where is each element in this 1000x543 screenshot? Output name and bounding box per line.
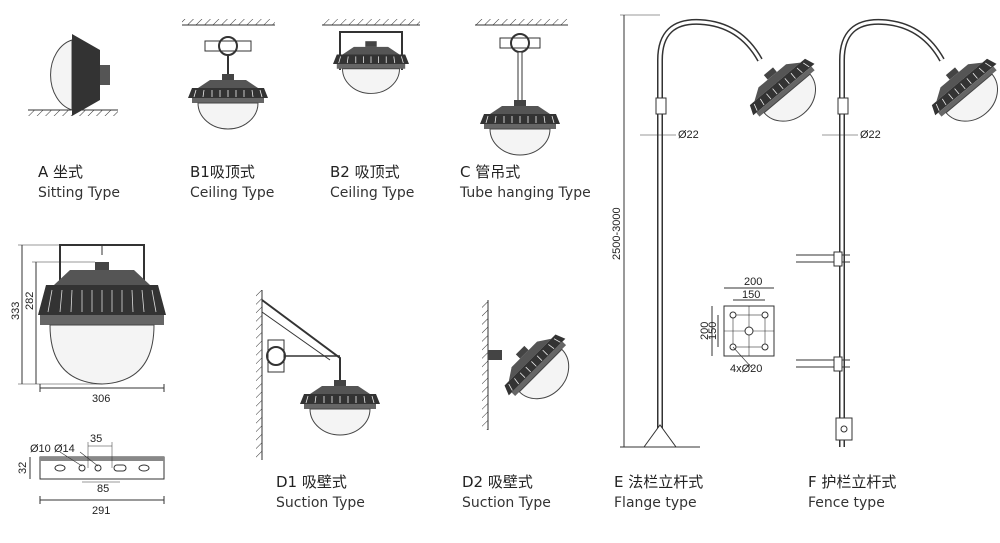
dim-flange-inner-vertical: 150	[707, 322, 719, 340]
fence-pole-figure: Ø22	[796, 18, 1000, 447]
caption-c-zh: C 管吊式	[460, 163, 521, 181]
dim-flange-holes: 4xØ20	[730, 363, 762, 375]
ceiling-type-b2-figure	[322, 19, 420, 94]
dim-bracket-height: 32	[17, 462, 29, 474]
dim-flange-outer: 200	[744, 276, 762, 288]
flange-pole-figure: 2500-3000 Ø22	[611, 14, 835, 448]
caption-tube-hanging-type: C 管吊式 Tube hanging Type	[460, 163, 591, 201]
caption-flange-type: E 法栏立杆式 Flange type	[614, 473, 704, 511]
suction-type-d1-figure	[256, 290, 381, 460]
caption-ceiling-type-b2: B2 吸顶式 Ceiling Type	[330, 163, 415, 201]
dim-hole-large: Ø14	[54, 443, 75, 455]
caption-ceiling-type-b1: B1吸顶式 Ceiling Type	[190, 163, 275, 201]
caption-b1-en: Ceiling Type	[190, 185, 275, 201]
caption-b1-zh: B1吸顶式	[190, 163, 255, 181]
dim-pole-height: 2500-3000	[611, 207, 623, 260]
dim-overall-height: 333	[10, 302, 22, 320]
flange-plate-detail: 200 150 200 150 4xØ20	[699, 276, 775, 375]
caption-b2-zh: B2 吸顶式	[330, 163, 400, 181]
tube-hanging-type-figure	[475, 19, 568, 156]
dimension-front-view: 333 282 306	[10, 244, 166, 405]
bracket-drawing: Ø10 Ø14 35 85 32 291	[17, 433, 165, 517]
caption-a-zh: A 坐式	[38, 163, 84, 181]
dim-flange-inner: 150	[742, 289, 760, 301]
caption-d1-en: Suction Type	[276, 495, 365, 511]
caption-f-en: Fence type	[808, 495, 885, 511]
dim-bracket-length: 291	[92, 505, 110, 517]
dim-body-height: 282	[24, 292, 36, 310]
ceiling-type-b1-figure	[182, 19, 275, 130]
caption-d2-zh: D2 吸壁式	[462, 473, 533, 491]
caption-c-en: Tube hanging Type	[460, 185, 591, 201]
caption-e-zh: E 法栏立杆式	[614, 473, 704, 491]
sitting-type-figure	[28, 34, 118, 116]
caption-d2-en: Suction Type	[462, 495, 551, 511]
dim-width: 306	[92, 393, 110, 405]
dim-center-spacing: 85	[97, 483, 109, 495]
dim-pole-diameter-f: Ø22	[860, 129, 881, 141]
caption-d1-zh: D1 吸壁式	[276, 473, 347, 491]
dim-pole-diameter-e: Ø22	[678, 129, 699, 141]
caption-b2-en: Ceiling Type	[330, 185, 415, 201]
caption-suction-type-d1: D1 吸壁式 Suction Type	[276, 473, 365, 511]
dim-hole-small: Ø10	[30, 443, 51, 455]
caption-e-en: Flange type	[614, 495, 697, 511]
dim-flange-outer-vertical: 200	[699, 322, 711, 340]
caption-f-zh: F 护栏立杆式	[808, 473, 897, 491]
suction-type-d2-figure	[482, 300, 588, 430]
caption-suction-type-d2: D2 吸壁式 Suction Type	[462, 473, 551, 511]
caption-fence-type: F 护栏立杆式 Fence type	[808, 473, 897, 511]
caption-a-en: Sitting Type	[38, 185, 121, 201]
caption-sitting-type: A 坐式 Sitting Type	[38, 163, 121, 201]
dim-hole-spacing: 35	[90, 433, 102, 445]
